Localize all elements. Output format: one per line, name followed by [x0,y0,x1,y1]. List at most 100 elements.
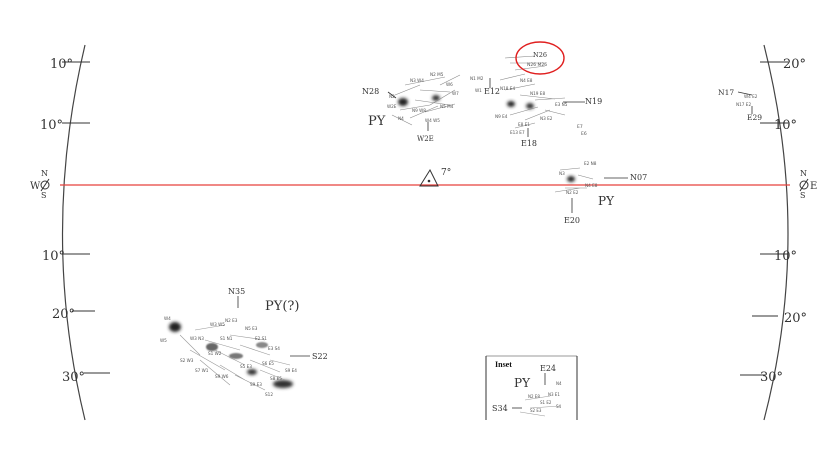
label-py-c: PY(?) [265,299,299,314]
svg-text:S2 W3: S2 W3 [180,358,194,363]
scale-left-2: 10° [42,249,65,264]
label-e20: E20 [564,216,580,225]
svg-text:S6 E5: S6 E5 [262,361,274,366]
n26-highlight: N26 M26 N26 [504,41,565,75]
svg-text:W5: W5 [160,338,167,343]
svg-text:N18 E4: N18 E4 [500,86,515,91]
scale-right-1: 10° [774,118,797,133]
svg-text:N2: N2 [389,94,395,99]
right-ticks [740,61,788,376]
label-e18: E18 [521,139,537,148]
compass-left-s: S [41,191,46,200]
svg-text:N9 E4: N9 E4 [495,114,508,119]
svg-text:S12: S12 [265,392,273,397]
svg-text:W6: W6 [446,82,453,87]
svg-text:N4 E8: N4 E8 [520,78,533,83]
svg-text:N2 E8: N2 E8 [528,394,540,399]
svg-text:E6: E6 [581,131,587,137]
scale-left-0: 10° [50,57,73,72]
svg-text:N4 E8: N4 E8 [585,183,598,188]
scale-left-1: 10° [40,118,63,133]
svg-text:E13 E7: E13 E7 [510,130,525,135]
triangle-marker: 7° [419,168,451,187]
right-boundary-arc [763,44,789,421]
left-compass: N W S [30,169,50,200]
svg-text:N2 E2: N2 E2 [566,190,579,195]
svg-text:N2 M5: N2 M5 [430,72,444,77]
svg-text:N5 E3: N5 E3 [245,326,258,331]
svg-text:S1 N1: S1 N1 [220,336,233,341]
svg-text:W1: W1 [475,88,482,93]
svg-text:N2 E3: N2 E3 [225,318,238,323]
scale-left-3: 20° [52,307,75,322]
svg-text:S2 E3: S2 E3 [530,408,542,413]
label-n07: N07 [630,173,647,182]
label-n35: N35 [228,287,245,296]
svg-text:W4 W5: W4 W5 [425,118,440,123]
svg-text:N17 E2: N17 E2 [736,102,751,107]
inset-box: Inset E24 PY N2 E8 N3 E1 S1 E2 S2 E3 S4 N4 S… [485,355,578,420]
label-s34: S34 [492,404,508,413]
scale-right-2: 10° [774,249,797,264]
label-s22: S22 [312,352,328,361]
right-compass: N E S [799,169,817,200]
svg-text:N3 E2: N3 E2 [540,116,553,121]
n26-circle [515,41,565,75]
marker-label: 7° [441,168,451,178]
svg-text:E2 S1: E2 S1 [255,336,267,341]
svg-text:W7: W7 [452,91,459,96]
svg-text:S8 E5: S8 E5 [270,376,282,381]
svg-text:E7: E7 [577,124,583,130]
svg-text:S1 W2: S1 W2 [208,351,222,356]
compass-left-w: W [30,181,41,192]
svg-text:E2 N8: E2 N8 [584,161,597,166]
label-n17: N17 [718,88,734,97]
svg-text:N3 W4: N3 W4 [410,78,424,83]
svg-text:W2E: W2E [387,104,397,109]
svg-text:W3 W5: W3 W5 [210,322,225,327]
svg-text:S4: S4 [556,404,562,409]
scale-right-4: 30° [760,370,783,385]
svg-text:N3 E1: N3 E1 [548,392,560,397]
svg-text:N3: N3 [559,171,565,176]
svg-text:S7 W1: S7 W1 [195,368,209,373]
svg-text:N4: N4 [556,381,562,386]
svg-text:E3 N5: E3 N5 [555,102,568,107]
left-ticks [62,61,110,374]
label-py-a: PY [368,114,386,129]
compass-right-s: S [800,191,805,200]
label-w2e: W2E [417,135,434,143]
left-boundary-arc [61,44,86,421]
svg-text:E3 S4: E3 S4 [268,346,280,351]
svg-text:S9 E3: S9 E3 [250,382,262,387]
label-n19: N19 [585,97,602,106]
svg-text:N4: N4 [398,116,404,121]
scale-left-4: 30° [62,370,85,385]
label-e24: E24 [540,364,556,373]
svg-text:W4: W4 [164,316,171,321]
label-n28: N28 [362,87,379,96]
svg-text:S9 E4: S9 E4 [285,368,297,373]
compass-right-e: E [810,181,817,192]
svg-text:N1 M2: N1 M2 [470,76,484,81]
svg-text:W3 N3: W3 N3 [190,336,204,341]
svg-text:N19 E8: N19 E8 [530,91,545,96]
label-e29: E29 [747,113,762,122]
svg-text:S1 E2: S1 E2 [540,400,552,405]
scale-right-0: 20° [783,57,806,72]
label-inset-py: PY [514,376,531,390]
highlight-label: N26 [533,51,547,59]
svg-text:N26 M26: N26 M26 [527,62,547,68]
svg-text:N9 W8: N9 W8 [412,108,426,113]
compass-left-n: N [41,169,48,178]
label-e12: E12 [484,87,500,96]
inset-title: Inset [495,360,512,369]
svg-text:N5 M4: N5 M4 [440,104,454,109]
compass-right-n: N [800,169,807,178]
